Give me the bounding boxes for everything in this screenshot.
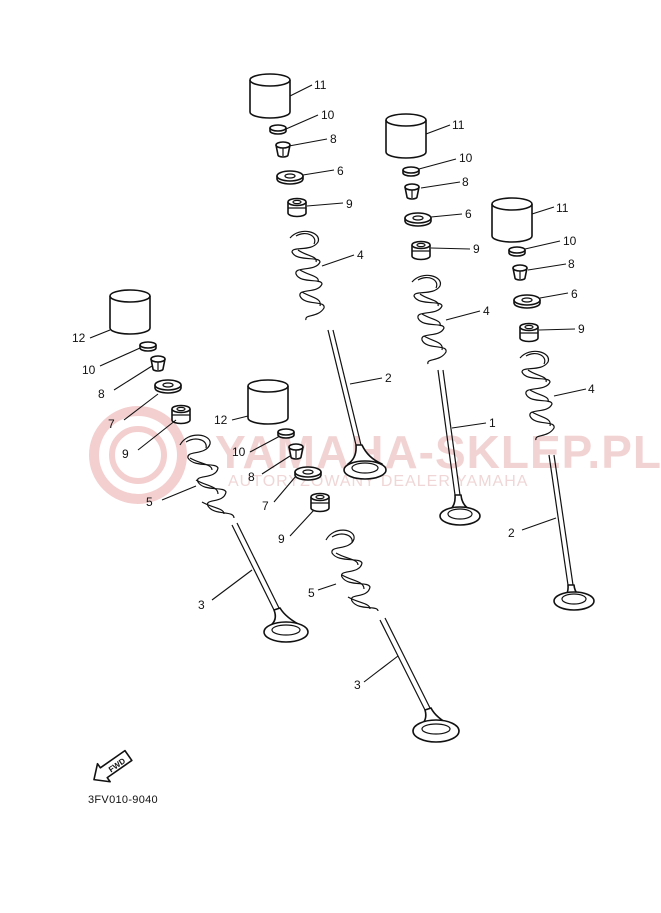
callout-e-10: 10: [232, 445, 246, 459]
valve-a: [327, 329, 387, 480]
valve-assembly-d: 12 10 8 7 9 5 3: [72, 289, 309, 643]
forward-arrow-icon: FWD: [93, 749, 133, 783]
callout-a-4: 4: [357, 248, 364, 262]
seal-e: [310, 492, 330, 513]
callout-d-8: 8: [98, 387, 105, 401]
retainer-e: [294, 466, 322, 481]
spring-c: [519, 350, 555, 441]
seal-b: [411, 240, 431, 261]
callout-b-4: 4: [483, 304, 490, 318]
shim-c: [508, 246, 526, 257]
tappet-b: [385, 113, 427, 159]
seal-a: [287, 197, 307, 218]
callout-c-10: 10: [563, 234, 577, 248]
callout-c-2: 2: [508, 526, 515, 540]
shim-e: [277, 428, 295, 439]
seal-c: [519, 322, 539, 343]
callout-a-11: 11: [314, 78, 327, 92]
keeper-d: [150, 355, 166, 372]
valve-assembly-a: 11 10 8 6 9 4 2: [249, 73, 392, 480]
shim-d: [139, 341, 157, 352]
spring-d: [179, 434, 235, 519]
valve-e: [379, 617, 460, 743]
callout-b-1: 1: [489, 416, 496, 430]
callout-a-2: 2: [385, 371, 392, 385]
callout-e-9: 9: [278, 532, 285, 546]
callout-d-5: 5: [146, 495, 153, 509]
callout-c-11: 11: [556, 201, 569, 215]
callout-d-12: 12: [72, 331, 86, 345]
retainer-b: [404, 212, 432, 227]
callout-c-8: 8: [568, 257, 575, 271]
keeper-e: [288, 443, 304, 460]
keeper-a: [275, 141, 291, 158]
callout-c-6: 6: [571, 287, 578, 301]
valve-c: [548, 454, 595, 611]
valve-assembly-b: 11 10 8 6 9 4 1: [385, 113, 496, 526]
tappet-e: [247, 379, 289, 425]
keeper-b: [404, 183, 420, 200]
callout-e-5: 5: [308, 586, 315, 600]
callout-a-10: 10: [321, 108, 335, 122]
valve-assembly-c: 11 10 8 6 9 4 2: [491, 197, 595, 611]
tappet-c: [491, 197, 533, 243]
retainer-a: [276, 170, 304, 185]
tappet-d: [109, 289, 151, 335]
callout-e-8: 8: [248, 470, 255, 484]
callout-b-10: 10: [459, 151, 473, 165]
callout-d-7: 7: [108, 417, 115, 431]
spring-e: [325, 529, 379, 612]
callout-a-6: 6: [337, 164, 344, 178]
valve-assembly-e: 12 10 8 7 9 5 3: [214, 379, 460, 743]
callout-b-9: 9: [473, 242, 480, 256]
callout-a-9: 9: [346, 197, 353, 211]
shim-b: [402, 166, 420, 177]
callout-d-3: 3: [198, 598, 205, 612]
callout-c-9: 9: [578, 322, 585, 336]
valve-d: [231, 522, 309, 643]
callout-e-12: 12: [214, 413, 228, 427]
callout-b-11: 11: [452, 118, 465, 132]
callout-c-4: 4: [588, 382, 595, 396]
callout-a-8: 8: [330, 132, 337, 146]
callout-d-9: 9: [122, 447, 129, 461]
retainer-c: [513, 294, 541, 309]
spring-b: [411, 274, 447, 365]
tappet-a: [249, 73, 291, 119]
callout-d-10: 10: [82, 363, 96, 377]
callout-b-8: 8: [462, 175, 469, 189]
spring-a: [289, 230, 325, 321]
shim-a: [269, 124, 287, 135]
valve-b: [437, 369, 481, 526]
keeper-c: [512, 264, 528, 281]
callout-b-6: 6: [465, 207, 472, 221]
retainer-d: [154, 379, 182, 394]
callout-e-3: 3: [354, 678, 361, 692]
diagram-code: 3FV010-9040: [88, 794, 158, 806]
callout-e-7: 7: [262, 499, 269, 513]
